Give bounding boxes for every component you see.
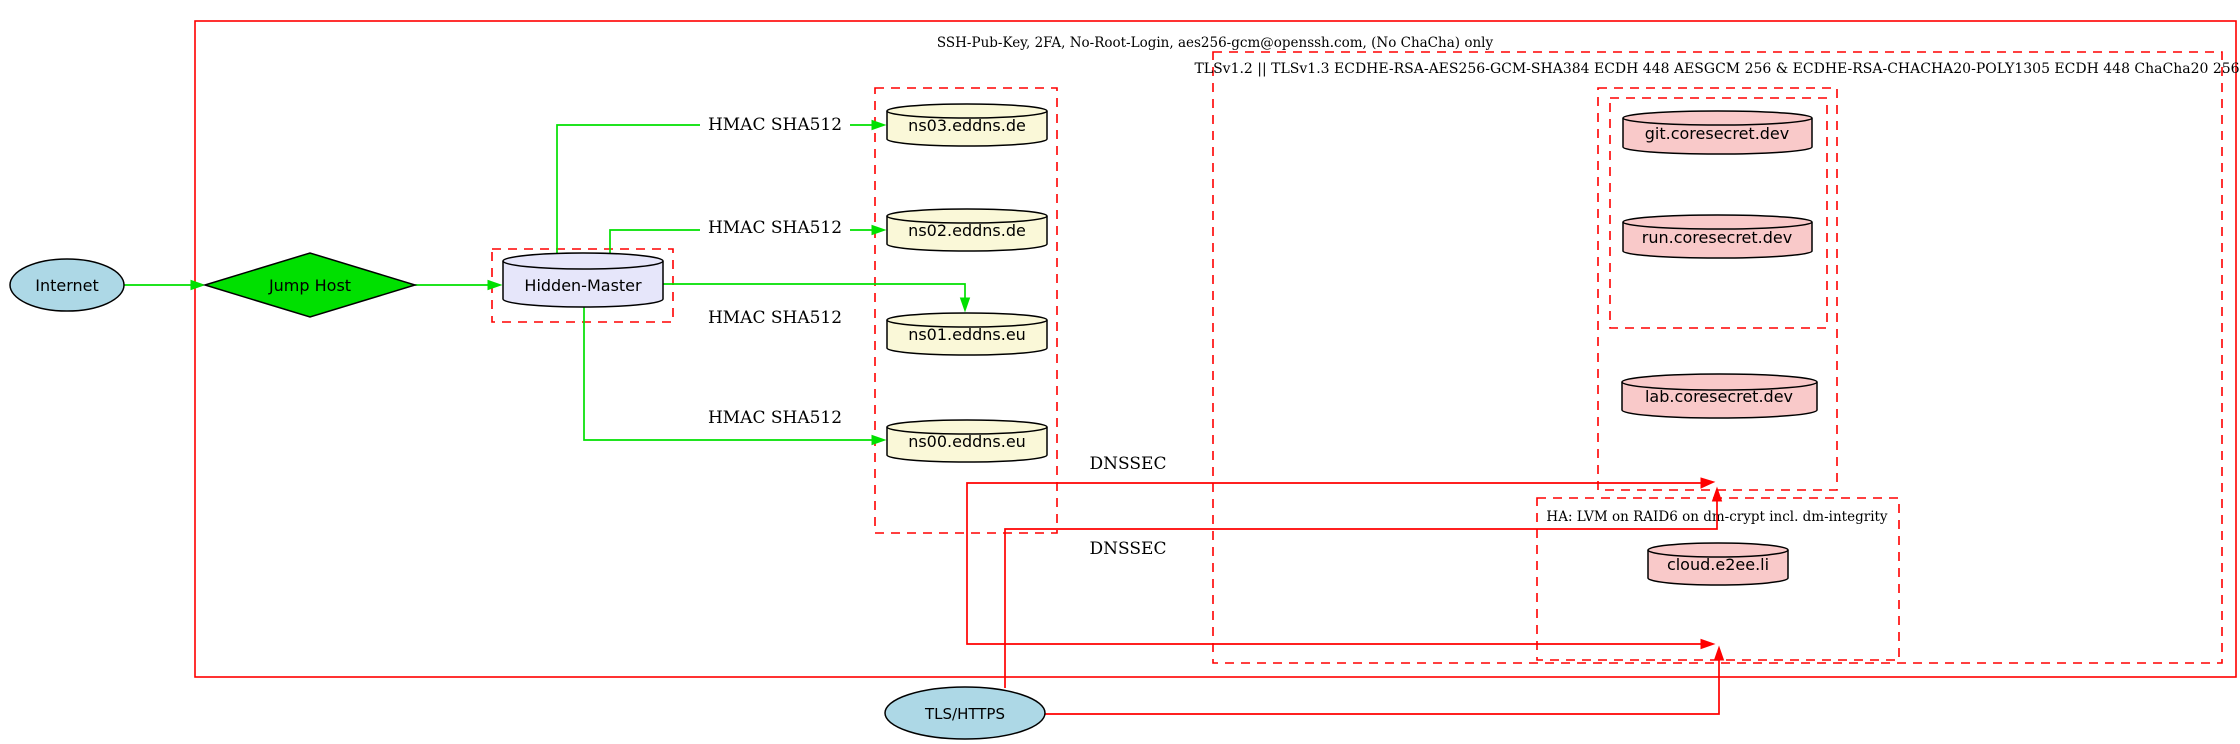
edge-label-dnssec-2: DNSSEC <box>1090 539 1167 559</box>
edge-hiddenmaster-to-ns00 <box>583 306 887 446</box>
node-git-label: git.coresecret.dev <box>1645 124 1790 143</box>
node-ns02: ns02.eddns.de <box>886 208 1048 252</box>
svg-text:HMAC SHA512: HMAC SHA512 <box>708 408 842 428</box>
node-lab-label: lab.coresecret.dev <box>1645 387 1793 406</box>
edge-dnssec-to-coresecret <box>966 477 1716 650</box>
node-cloud-e2ee: cloud.e2ee.li <box>1647 542 1789 586</box>
arrowhead <box>1713 645 1725 661</box>
tls-cluster-box <box>1212 51 2223 664</box>
arrowhead <box>190 279 206 291</box>
edge-internet-to-jumphost <box>124 279 206 291</box>
node-git-coresecret: git.coresecret.dev <box>1622 110 1813 155</box>
arrowhead <box>1700 477 1716 489</box>
svg-text:HMAC SHA512: HMAC SHA512 <box>708 308 842 328</box>
edge-label-hmac-ns00: HMAC SHA512 <box>708 408 842 428</box>
node-lab-coresecret: lab.coresecret.dev <box>1621 373 1818 419</box>
node-jump-host: Jump Host <box>202 252 418 318</box>
node-hidden-master-label: Hidden-Master <box>524 276 642 295</box>
arrowhead <box>959 297 971 313</box>
nameserver-cluster-box <box>874 87 1058 534</box>
edge-label-hmac-ns02: HMAC SHA512 <box>700 217 850 238</box>
ssh-cluster-box <box>194 20 2237 678</box>
node-ns03-label: ns03.eddns.de <box>908 116 1026 135</box>
arrowhead <box>871 434 887 446</box>
node-run-coresecret: run.coresecret.dev <box>1622 214 1813 259</box>
node-ns01-label: ns01.eddns.eu <box>908 325 1026 344</box>
edge-label-hmac-ns03: HMAC SHA512 <box>700 114 850 135</box>
node-ns02-label: ns02.eddns.de <box>908 221 1026 240</box>
svg-text:DNSSEC: DNSSEC <box>1090 454 1167 474</box>
arrowhead <box>871 224 887 236</box>
edge-tlshttps-dnssec-to-coresecret <box>1004 486 1723 688</box>
node-ns00: ns00.eddns.eu <box>886 419 1048 463</box>
arrowhead <box>1711 486 1723 502</box>
edge-tlshttps-to-ha-cluster <box>1045 645 1725 715</box>
node-run-label: run.coresecret.dev <box>1642 228 1792 247</box>
arrowhead <box>871 119 887 131</box>
svg-text:HMAC SHA512: HMAC SHA512 <box>708 218 842 238</box>
node-cloud-label: cloud.e2ee.li <box>1667 555 1769 574</box>
node-ns01: ns01.eddns.eu <box>886 312 1048 356</box>
arrowhead <box>487 279 503 291</box>
node-ns03: ns03.eddns.de <box>886 103 1048 147</box>
edge-hiddenmaster-to-ns03 <box>556 119 887 259</box>
svg-text:DNSSEC: DNSSEC <box>1090 539 1167 559</box>
svg-text:HMAC SHA512: HMAC SHA512 <box>708 115 842 135</box>
node-jump-host-label: Jump Host <box>268 276 351 295</box>
edge-label-hmac-ns01: HMAC SHA512 <box>708 308 842 328</box>
ssh-cluster-label: SSH-Pub-Key, 2FA, No-Root-Login, aes256-… <box>937 35 1494 51</box>
node-internet: Internet <box>9 258 125 312</box>
edge-label-dnssec-1: DNSSEC <box>1090 454 1167 474</box>
node-hidden-master: Hidden-Master <box>502 252 664 308</box>
node-ns00-label: ns00.eddns.eu <box>908 432 1026 451</box>
tls-cluster-label: TLSv1.2 || TLSv1.3 ECDHE-RSA-AES256-GCM-… <box>1194 61 2239 77</box>
node-internet-label: Internet <box>35 276 99 295</box>
edge-hiddenmaster-to-ns01 <box>663 283 971 313</box>
node-tls-https: TLS/HTTPS <box>884 686 1046 740</box>
edge-jumphost-to-hiddenmaster <box>415 279 503 291</box>
node-tls-https-label: TLS/HTTPS <box>924 705 1005 723</box>
arrowhead <box>1700 638 1716 650</box>
